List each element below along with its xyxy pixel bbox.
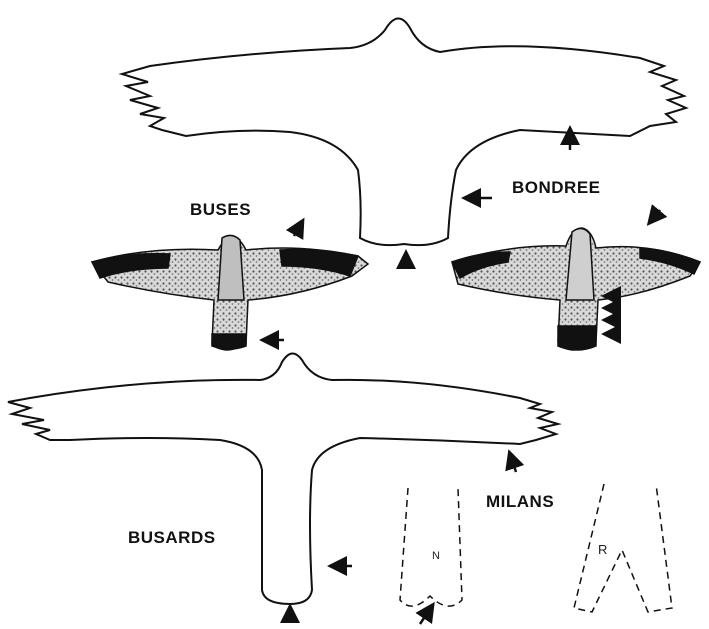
arrow-bondree-wing — [650, 210, 660, 222]
label-buses: BUSES — [190, 200, 251, 220]
busard-large-silhouette — [8, 353, 558, 604]
tail-n-dashed-outline — [400, 488, 462, 606]
label-tail-n: N — [432, 550, 440, 562]
label-busards: BUSARDS — [128, 528, 216, 548]
arrow-buse-wing — [294, 222, 302, 236]
label-milans: MILANS — [486, 492, 554, 512]
buse-painted-bird — [92, 235, 368, 350]
tail-r-dashed-outline — [574, 484, 672, 612]
label-tail-r: R — [598, 542, 607, 557]
arrow-tail-n-notch — [420, 606, 432, 624]
bondree-painted-bird — [452, 228, 700, 350]
arrow-busard-wing — [510, 454, 516, 472]
label-bondree: BONDREE — [512, 178, 601, 198]
